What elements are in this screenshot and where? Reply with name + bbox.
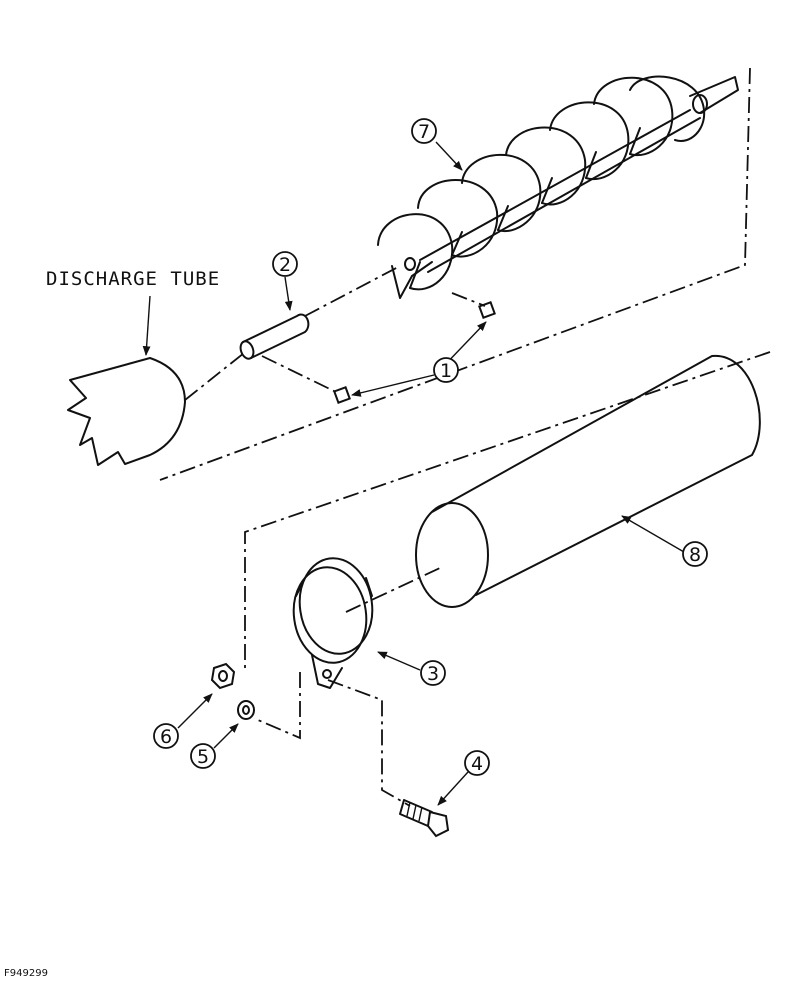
tube-sleeve-part	[415, 354, 761, 608]
callout-5: 5	[190, 743, 216, 769]
discharge-tube-label: DISCHARGE TUBE	[46, 268, 220, 290]
callout-7: 7	[411, 118, 437, 144]
discharge-tube-part	[67, 357, 186, 466]
callout-1-leader-b	[351, 374, 435, 397]
callout-7-leader	[435, 141, 463, 171]
callout-6: 6	[153, 723, 179, 749]
svg-text:6: 6	[160, 726, 172, 748]
pin-part	[239, 313, 310, 360]
washer-part	[237, 700, 255, 720]
callout-6-leader	[177, 693, 213, 729]
callout-2-leader	[284, 276, 293, 311]
callout-4-leader	[437, 771, 469, 806]
discharge-tube-leader	[142, 295, 151, 356]
svg-text:8: 8	[689, 544, 701, 566]
svg-text:3: 3	[427, 663, 439, 685]
nut-part	[210, 662, 236, 690]
centerline-tube-to-clamp	[244, 351, 771, 668]
auger-part	[377, 75, 739, 299]
svg-text:7: 7	[418, 121, 430, 143]
callout-1: 1	[433, 357, 459, 383]
bolt-part	[399, 799, 450, 838]
callout-3: 3	[420, 660, 446, 686]
svg-text:4: 4	[471, 753, 483, 775]
callout-2: 2	[272, 251, 298, 277]
centerline-clamp-hardware	[257, 672, 411, 807]
centerline-tube-auger	[184, 265, 401, 401]
callout-4: 4	[464, 750, 490, 776]
svg-text:2: 2	[279, 254, 291, 276]
callout-5-leader	[213, 723, 239, 749]
callout-8: 8	[682, 541, 708, 567]
centerline-auger-to-sleeve	[159, 67, 751, 481]
callout-8-leader	[621, 515, 685, 553]
svg-text:5: 5	[197, 746, 209, 768]
svg-text:1: 1	[440, 360, 452, 382]
centerline-clamp-sleeve	[345, 567, 441, 613]
clamp-part	[292, 557, 374, 689]
figure-id: F949299	[4, 968, 48, 979]
bolt-1-lower	[333, 386, 351, 404]
centerline-bolts	[261, 292, 486, 393]
callout-3-leader	[377, 651, 421, 671]
